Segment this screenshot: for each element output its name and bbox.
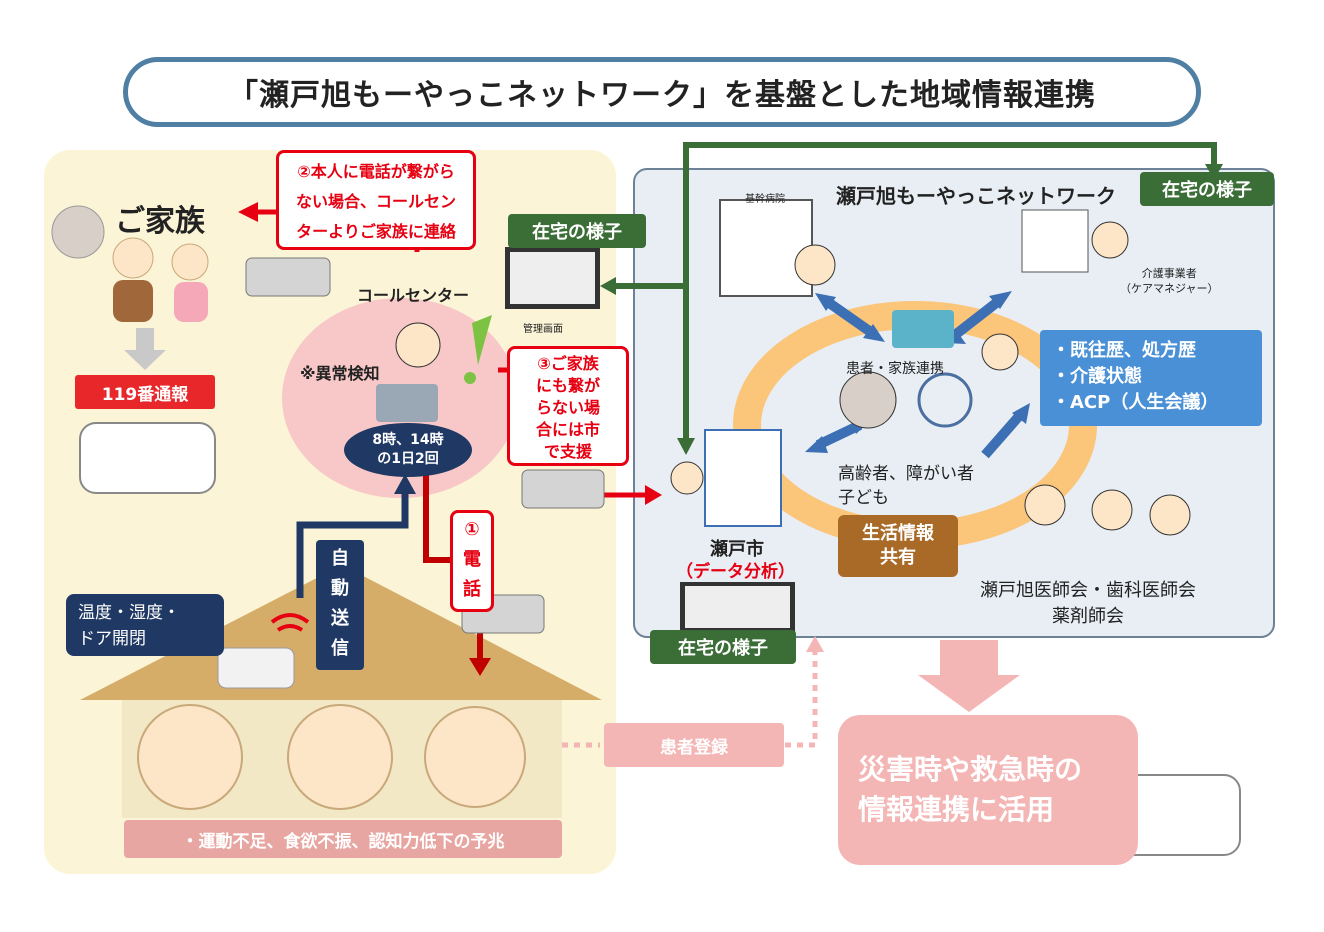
sensor-label: 温度・湿度・ ドア開閉	[66, 594, 224, 656]
city-support-note: ③ご家族 にも繋が らない場 合には市 で支援	[507, 346, 629, 466]
family-woman-icon	[171, 243, 209, 281]
care-manager-label: 介護事業者 （ケアマネジャー）	[1120, 267, 1219, 295]
patient-family-label: 患者・家族連携	[846, 361, 944, 377]
city-hall-building-icon	[704, 429, 782, 527]
wheelchair-icon	[917, 372, 973, 428]
warning-signs-label: ・運動不足、食欲不振、認知力低下の予兆	[124, 820, 562, 858]
pharmacist-icon	[1149, 494, 1191, 536]
schedule-badge: 8時、14時 の1日2回	[344, 423, 472, 477]
auto-send-label: 自 動 送 信	[316, 540, 364, 670]
city-label: 瀬戸市	[710, 539, 764, 560]
call-center-label: コールセンター	[357, 286, 470, 305]
wireless-icon	[270, 613, 310, 632]
call-family-note: ②本人に電話が繋がら ない場合、コールセン ターよりご家族に連絡	[276, 150, 476, 250]
data-analysis-label: （データ分析）	[676, 562, 795, 582]
shared-info-box: ・既往歴、処方歴 ・介護状態 ・ACP（人生会議）	[1040, 330, 1262, 426]
auto-send-arrow	[394, 474, 416, 494]
anomaly-label: ※異常検知	[300, 364, 380, 383]
doctor-icon	[1024, 484, 1066, 526]
management-screen-label: 管理画面	[523, 324, 563, 335]
family-to-119-arrow	[124, 328, 166, 370]
page-title: 「瀬戸旭もーやっこネットワーク」を基盤とした地域情報連携	[123, 57, 1201, 127]
elderly-person-2-icon	[287, 704, 393, 810]
core-hospital-label: 基幹病院	[745, 194, 785, 205]
phone-call-label: ① 電 話	[450, 510, 494, 612]
elderly-patient-icon	[839, 371, 897, 429]
family-man-icon	[112, 237, 154, 279]
elderly-person-3-icon	[424, 706, 526, 808]
phone-arrow	[469, 658, 491, 676]
home-status-tag: 在宅の様子	[650, 630, 796, 664]
family-label: ご家族	[115, 204, 205, 239]
elderly-label: 高齢者、障がい者 子ども	[838, 464, 974, 508]
status-arrow	[600, 277, 616, 295]
life-info-sharing-label: 生活情報 共有	[838, 515, 958, 577]
laptop-icon	[376, 384, 438, 422]
care-screen-icon	[1021, 209, 1089, 273]
sensor-device-icon	[217, 647, 295, 689]
patient-registration-label: 患者登録	[604, 723, 784, 767]
phone-icon	[245, 257, 331, 297]
data-share-icon	[892, 310, 954, 348]
emergency-call-label: 119番通報	[75, 375, 215, 409]
call-operator-icon	[395, 322, 441, 368]
elderly-person-1-icon	[137, 704, 243, 810]
alert-icon	[472, 315, 492, 365]
to-disaster-arrow	[918, 640, 1020, 712]
support-arrow	[645, 485, 662, 505]
hospital-staff-icon	[794, 244, 836, 286]
dentist-icon	[1091, 489, 1133, 531]
network-title: 瀬戸旭もーやっこネットワーク	[836, 184, 1116, 208]
family-member-icon	[981, 333, 1019, 371]
grandma-thought-icon	[51, 205, 105, 259]
ambulance-icon	[79, 422, 216, 494]
hospital-building-icon	[719, 199, 813, 297]
phone-icon	[521, 469, 605, 509]
call-to-family-arrow	[238, 202, 258, 222]
city-official-icon	[670, 461, 704, 495]
care-manager-icon	[1091, 221, 1129, 259]
home-status-tag: 在宅の様子	[1140, 172, 1274, 206]
disaster-use-box: 災害時や救急時の 情報連携に活用	[838, 715, 1138, 865]
home-status-tag: 在宅の様子	[508, 214, 646, 248]
medical-association-label: 瀬戸旭医師会・歯科医師会 薬剤師会	[980, 580, 1196, 627]
